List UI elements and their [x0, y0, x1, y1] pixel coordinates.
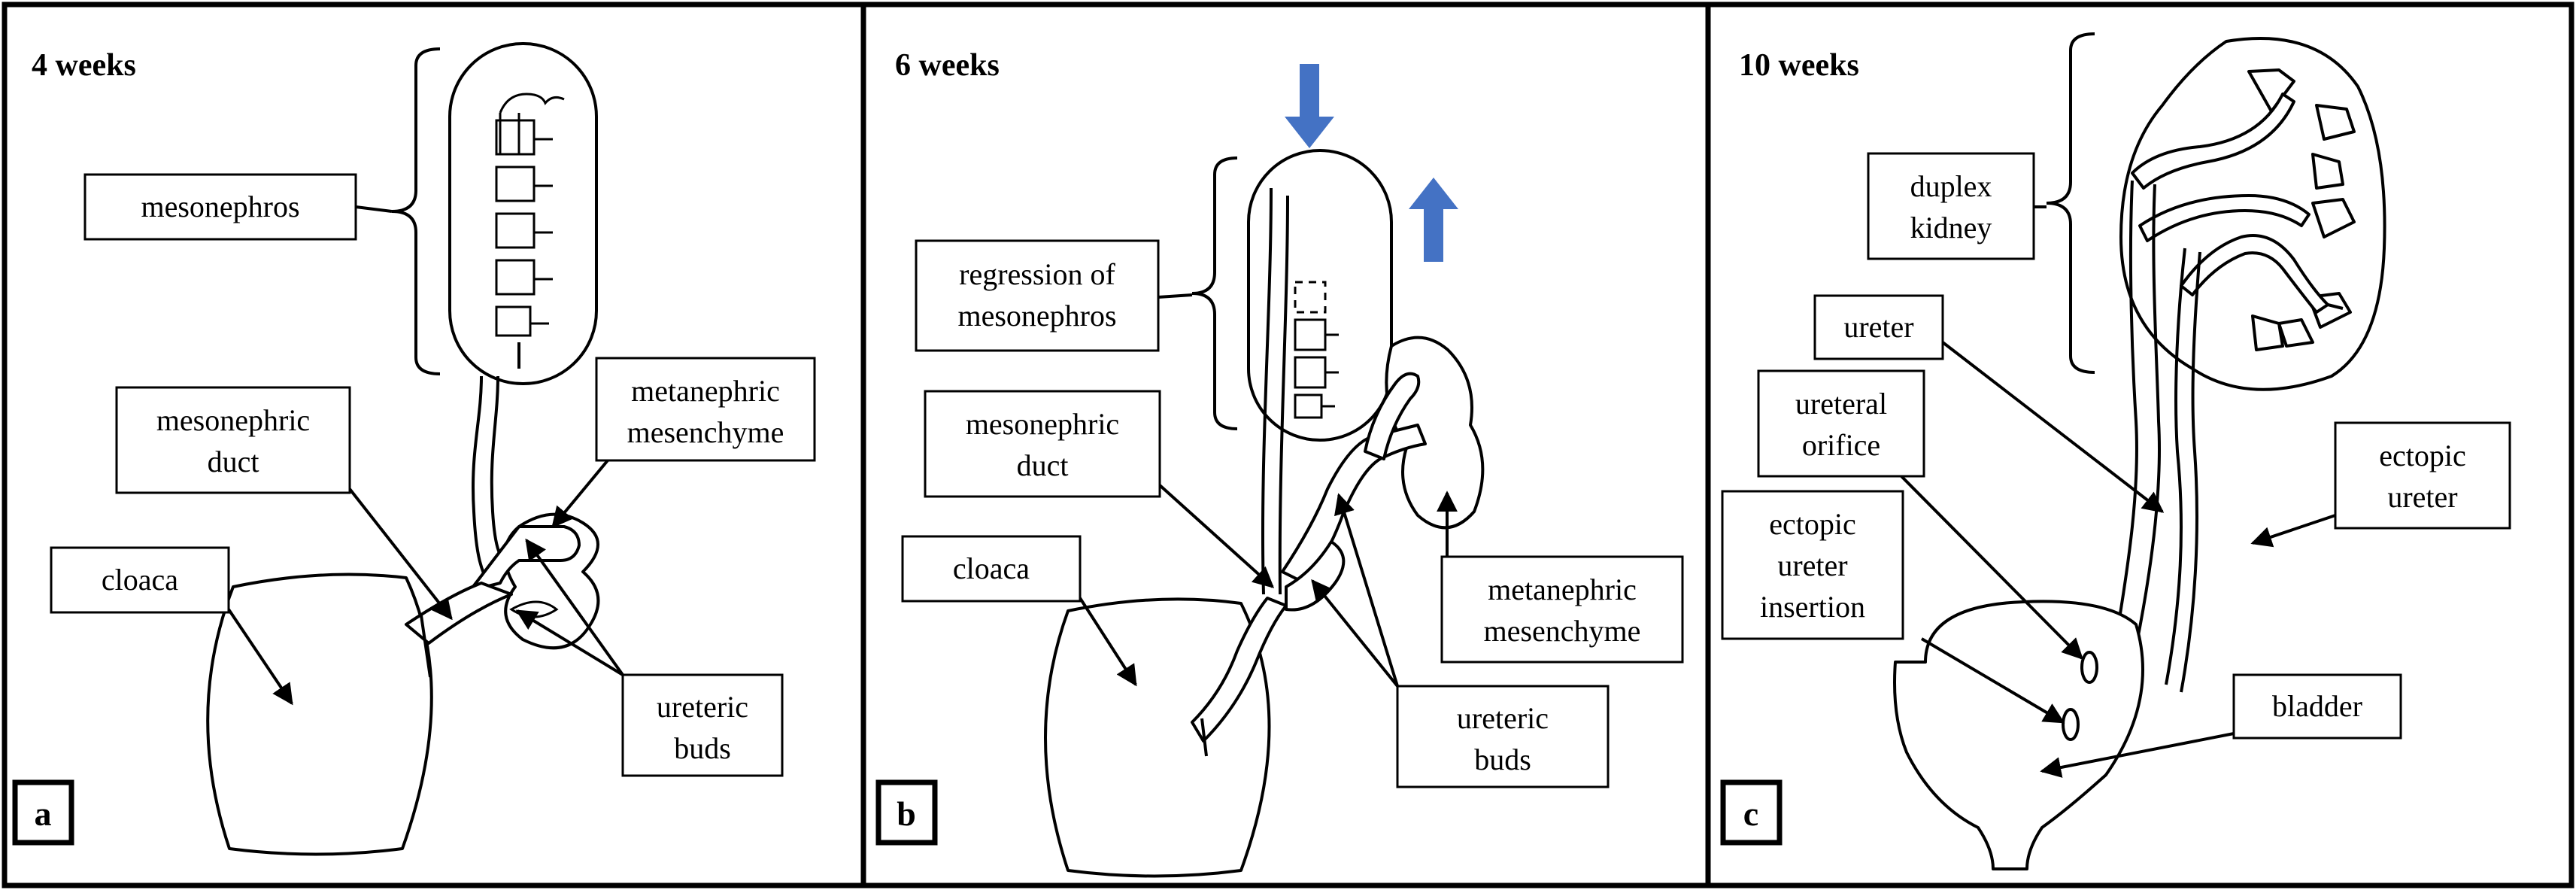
label-duplex-kidney: kidney: [1910, 211, 1992, 245]
panel-letter: b: [897, 794, 916, 833]
leader-arrow: [1920, 637, 2065, 724]
label-bladder: bladder: [2272, 689, 2362, 723]
panel-b: 6 weeks regression of mesonephros mesone…: [875, 48, 1684, 878]
label-mesonephric-duct: duct: [1017, 448, 1069, 482]
label-box: [2334, 421, 2511, 530]
leader-arrow: [525, 538, 624, 676]
label-metanephric-mesenchyme: metanephric: [1488, 573, 1637, 606]
label-box: [115, 386, 351, 494]
panel-tag: [1720, 779, 1783, 846]
leader-arrow: [2250, 514, 2336, 548]
leader-arrow: [1311, 579, 1399, 688]
cloaca-drawing: [1044, 597, 1271, 878]
panel-tag: [12, 779, 74, 846]
label-box: [1867, 152, 2035, 260]
label-box: [1813, 294, 1944, 360]
label-ureteric-buds: buds: [1474, 743, 1531, 776]
ureteric-bud-branch: [1364, 372, 1421, 460]
leader-arrow: [1334, 493, 1399, 687]
label-cloaca: cloaca: [953, 551, 1030, 585]
label-regression: mesonephros: [957, 299, 1116, 333]
label-ectopic-insertion: ureter: [1777, 548, 1847, 582]
label-metanephric-mesenchyme: mesenchyme: [627, 415, 784, 449]
leader-arrow: [515, 609, 624, 676]
label-ectopic-insertion: insertion: [1760, 590, 1865, 624]
label-box: [1440, 555, 1684, 664]
leader-arrow: [1079, 597, 1137, 687]
stage-title: 6 weeks: [895, 48, 1000, 83]
mesonephric-duct: [1261, 187, 1289, 595]
panel-letter: c: [1743, 794, 1758, 833]
cloaca-drawing: [206, 573, 433, 856]
leader-arrow: [227, 608, 293, 706]
leader-arrow: [1900, 475, 2083, 660]
label-box: [1396, 685, 1610, 788]
cloaca-duct: [1191, 597, 1288, 743]
label-ureteric-buds: ureteric: [657, 690, 748, 724]
label-box: [1757, 369, 1925, 478]
ureteral-orifice-opening: [2080, 651, 2098, 684]
label-ectopic-ureter: ectopic: [2379, 439, 2466, 472]
ectopic-insertion-opening: [2062, 708, 2080, 741]
label-box: [2232, 673, 2402, 740]
leader-arrow: [551, 459, 609, 529]
label-ureter: ureter: [1843, 310, 1913, 344]
label-box: [1721, 490, 1904, 640]
ureteric-bud-lower: [1285, 540, 1346, 612]
label-cloaca: cloaca: [102, 563, 178, 597]
stage-title: 4 weeks: [32, 48, 136, 83]
label-ureteral-orifice: orifice: [1802, 428, 1880, 462]
arrow-up-icon: [1409, 178, 1458, 262]
stage-title: 10 weeks: [1739, 48, 1859, 83]
label-ureteric-buds: ureteric: [1457, 701, 1549, 735]
leader-arrow: [348, 488, 453, 621]
panel-c: 10 weeks duplex kidney ureter ureteral o…: [1720, 32, 2511, 870]
label-box: [924, 390, 1161, 498]
arrow-down-icon: [1285, 64, 1334, 148]
cloaca-duct: [405, 582, 513, 645]
label-box: [595, 357, 816, 462]
ureter: [2116, 180, 2161, 648]
label-ectopic-ureter: ureter: [2387, 480, 2457, 514]
panel-letter: a: [35, 794, 52, 833]
label-metanephric-mesenchyme: metanephric: [631, 374, 780, 408]
leader-arrow: [2040, 732, 2235, 778]
ectopic-ureter: [2165, 248, 2201, 693]
label-mesonephric-duct: mesonephric: [966, 407, 1119, 441]
label-mesonephric-duct: duct: [208, 445, 259, 478]
label-box: [621, 673, 784, 777]
leader-arrow: [1158, 484, 1275, 588]
duplex-kidney-drawing: [2119, 37, 2386, 391]
label-duplex-kidney: duplex: [1910, 169, 1992, 203]
label-box: [901, 535, 1082, 603]
regression-bracket: [1191, 156, 1238, 430]
panel-a: 4 weeks mesonephros mesonephric duct met…: [12, 42, 816, 856]
mesonephros-drawing: [448, 42, 598, 385]
label-mesonephric-duct: mesonephric: [156, 403, 310, 437]
leader-arrow: [1941, 341, 2165, 513]
kidney-bracket: [2046, 32, 2095, 374]
ureteric-bud: [469, 525, 581, 592]
label-regression: regression of: [959, 257, 1115, 291]
bladder-drawing: [1893, 600, 2144, 870]
mesonephros-bracket: [391, 47, 441, 375]
panel-tag: [875, 779, 938, 846]
label-ectopic-insertion: ectopic: [1769, 507, 1856, 541]
ureteric-bud: [1281, 424, 1427, 585]
label-ureteric-buds: buds: [674, 731, 731, 765]
label-box: [50, 546, 230, 614]
label-metanephric-mesenchyme: mesenchyme: [1484, 614, 1641, 648]
label-ureteral-orifice: ureteral: [1795, 387, 1887, 421]
label-mesonephros: mesonephros: [141, 190, 299, 223]
